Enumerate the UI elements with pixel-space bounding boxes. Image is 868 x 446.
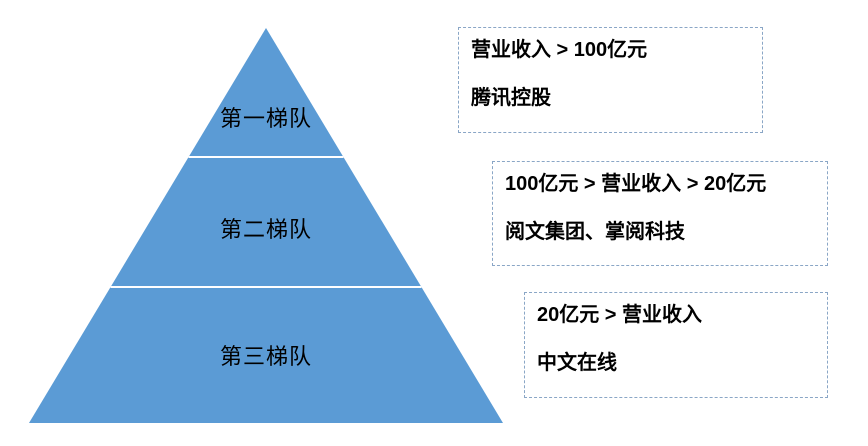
callout-tier3-companies: 中文在线 (537, 352, 617, 374)
tier-label-third: 第三梯队 (219, 344, 313, 369)
callout-box-tier2: 100亿元 > 营业收入 > 20亿元 阅文集团、掌阅科技 (492, 161, 828, 266)
callout-tier1-companies: 腾讯控股 (471, 87, 551, 109)
callout-tier3-criteria: 20亿元 > 营业收入 (537, 304, 703, 326)
callout-box-tier1: 营业收入 > 100亿元 腾讯控股 (458, 27, 763, 133)
tier-label-second: 第二梯队 (219, 217, 313, 242)
callout-tier2-companies: 阅文集团、掌阅科技 (505, 221, 685, 243)
callout-tier1-criteria: 营业收入 > 100亿元 (471, 39, 648, 61)
callout-tier2-criteria: 100亿元 > 营业收入 > 20亿元 (505, 173, 767, 195)
pyramid-shape (29, 28, 503, 423)
pyramid-triangle (29, 28, 503, 423)
callout-box-tier3: 20亿元 > 营业收入 中文在线 (524, 292, 828, 398)
tier-label-first: 第一梯队 (219, 106, 313, 131)
